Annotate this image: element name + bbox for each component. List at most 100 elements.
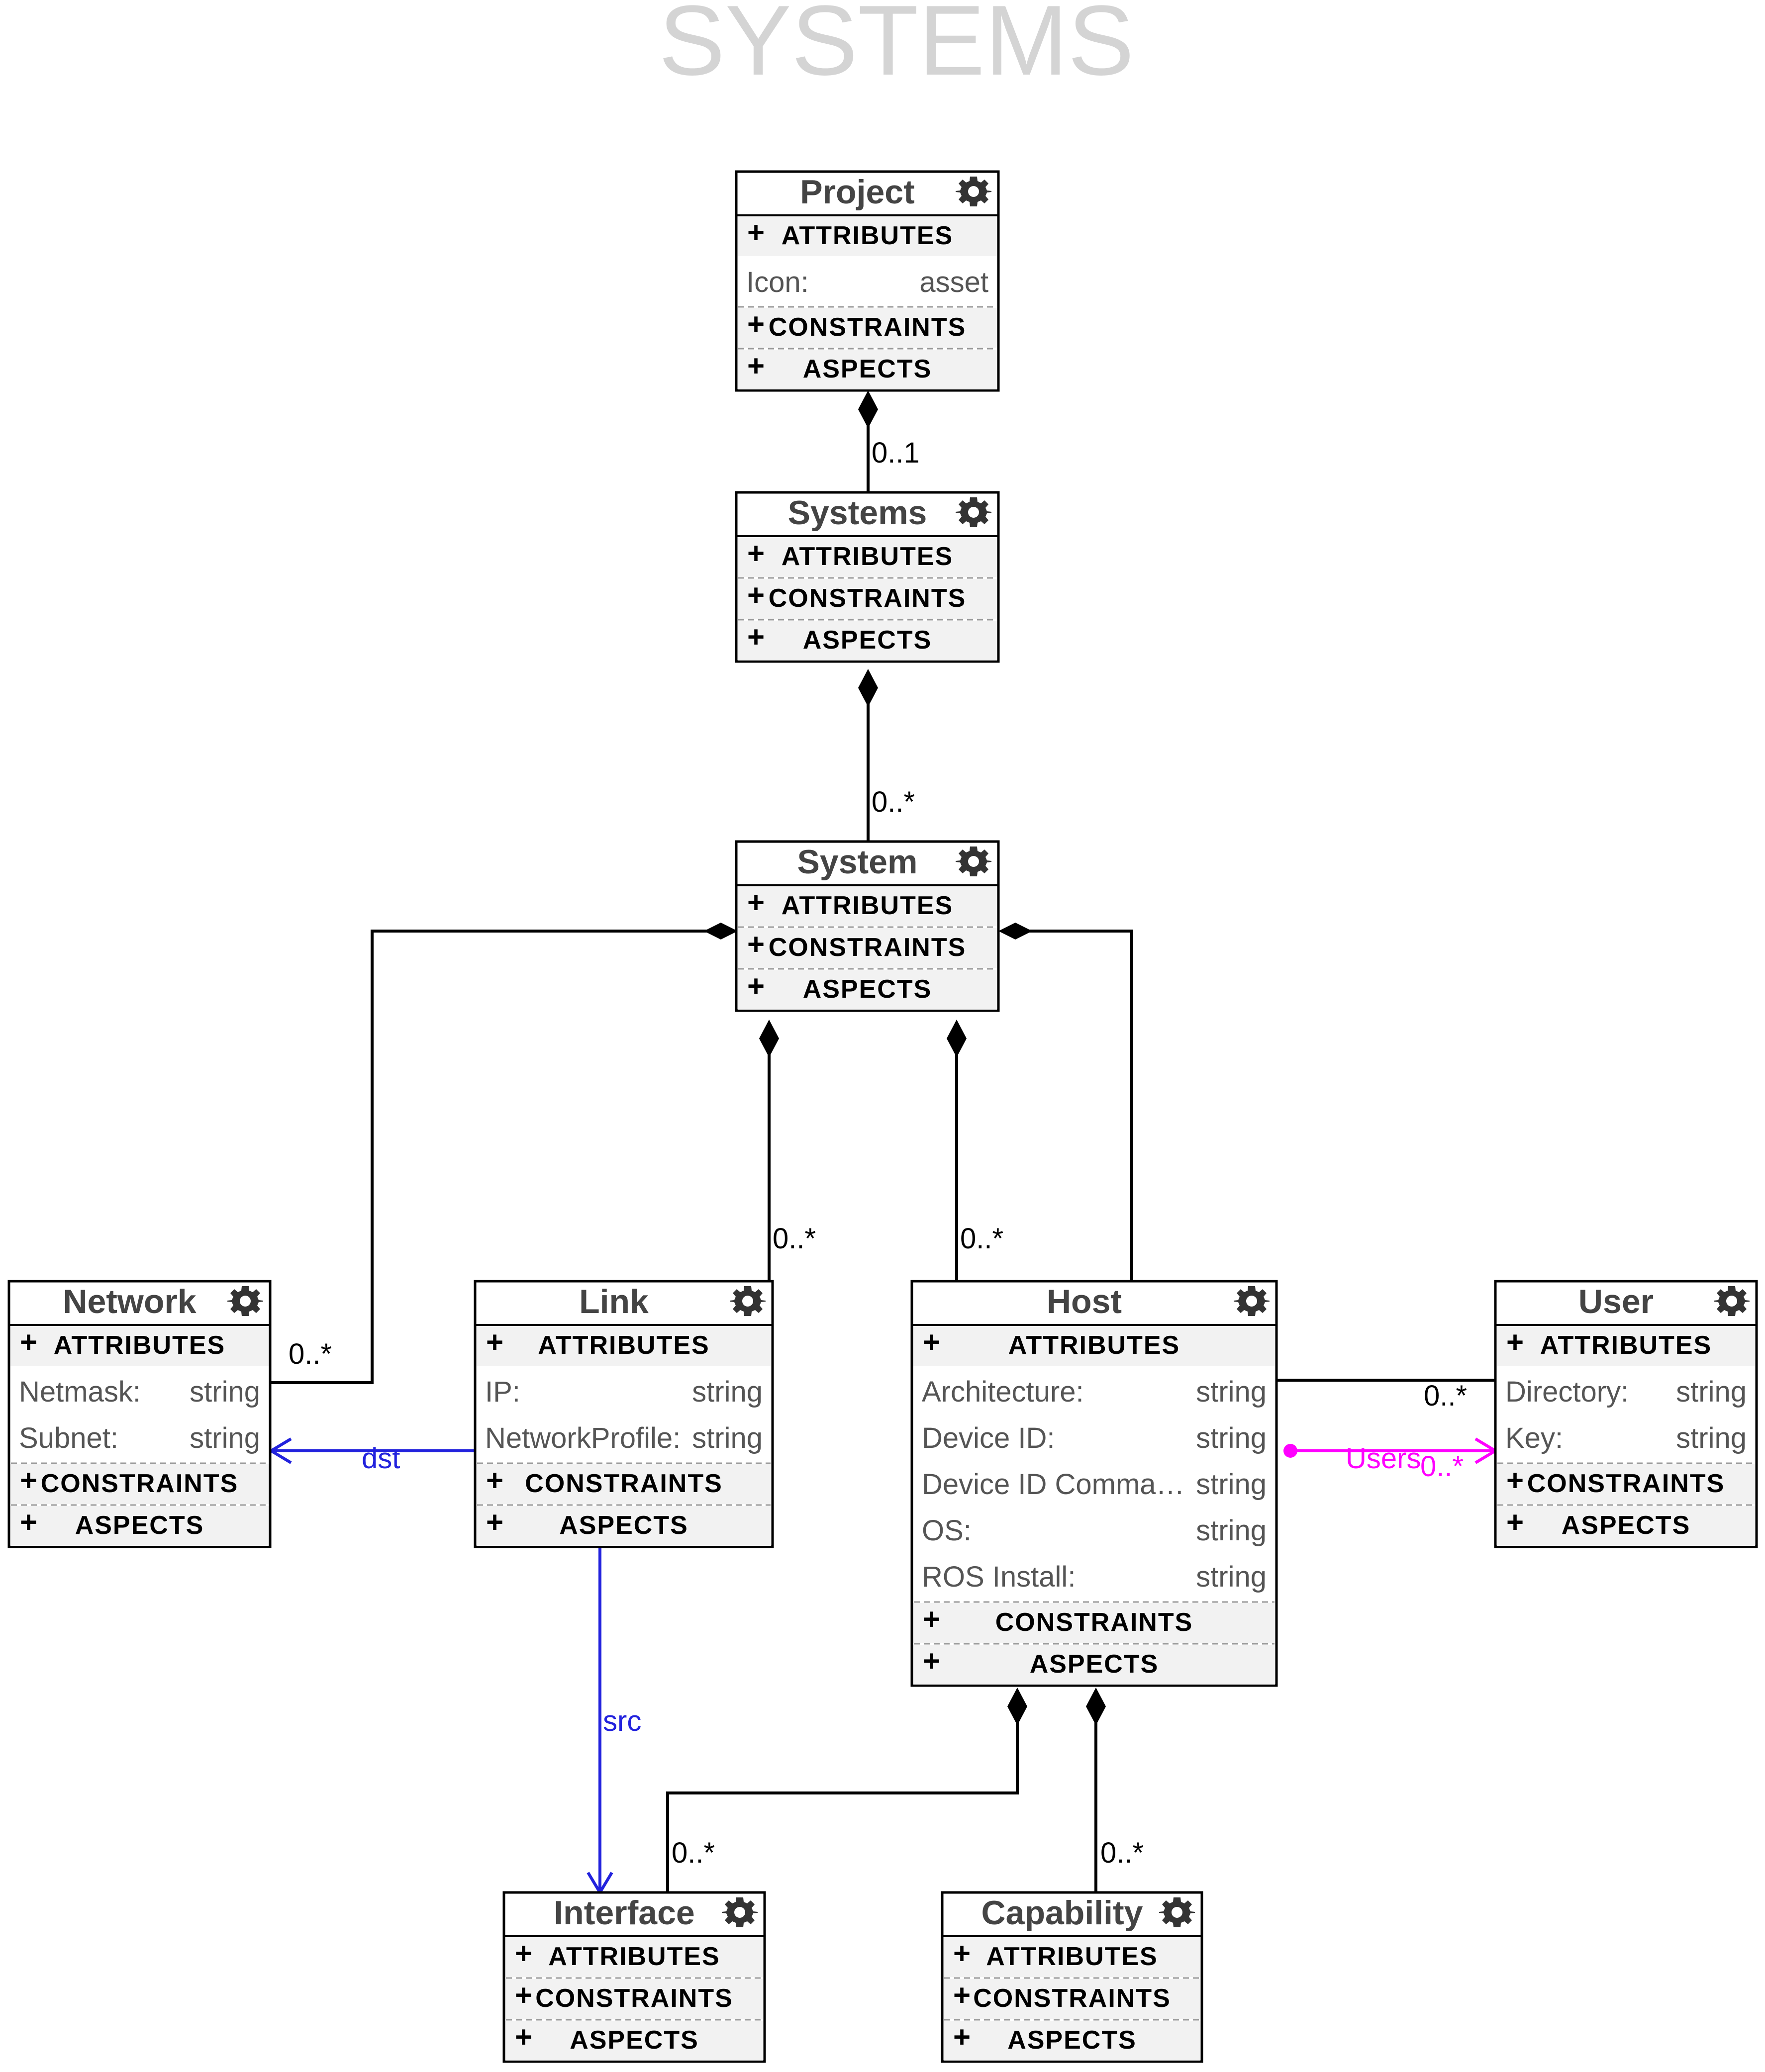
class-name: Capability bbox=[981, 1894, 1143, 1932]
edge-system-host-right[interactable] bbox=[1025, 930, 1133, 1281]
expand-plus-icon: + bbox=[515, 1978, 532, 2012]
aspects-section-header[interactable]: +ASPECTS bbox=[913, 1644, 1275, 1685]
class-box-system[interactable]: System+ATTRIBUTES+CONSTRAINTS+ASPECTS bbox=[735, 840, 1000, 1012]
attributes-section-header[interactable]: +ATTRIBUTES bbox=[505, 1937, 763, 1977]
attribute-row[interactable]: Device ID Comma…string bbox=[922, 1468, 1267, 1501]
attributes-section-header[interactable]: +ATTRIBUTES bbox=[944, 1937, 1200, 1977]
attributes-section-header[interactable]: +ATTRIBUTES bbox=[738, 537, 997, 577]
gear-icon[interactable] bbox=[1159, 1897, 1195, 1927]
gear-icon[interactable] bbox=[227, 1286, 263, 1316]
gear-icon[interactable] bbox=[956, 847, 991, 876]
attribute-row[interactable]: IP:string bbox=[485, 1376, 763, 1408]
aspects-section-header[interactable]: +ASPECTS bbox=[505, 2020, 763, 2061]
attributes-label: ATTRIBUTES bbox=[1008, 1331, 1180, 1360]
class-name: Interface bbox=[554, 1894, 694, 1932]
class-box-host[interactable]: Host +ATTRIBUTES Architecture:stringDevice… bbox=[910, 1280, 1278, 1687]
attributes-label: ATTRIBUTES bbox=[548, 1942, 720, 1971]
aspects-label: ASPECTS bbox=[803, 626, 932, 655]
attribute-row[interactable]: NetworkProfile:string bbox=[485, 1422, 763, 1454]
constraints-label: CONSTRAINTS bbox=[535, 1984, 733, 2013]
attributes-section-header[interactable]: + ATTRIBUTES bbox=[10, 1325, 269, 1366]
gear-icon[interactable] bbox=[722, 1897, 758, 1927]
aspects-label: ASPECTS bbox=[559, 1511, 688, 1540]
constraints-section-header[interactable]: +CONSTRAINTS bbox=[505, 1978, 763, 2019]
attribute-type: string bbox=[1196, 1422, 1267, 1454]
constraints-section-header[interactable]: +CONSTRAINTS bbox=[477, 1464, 771, 1504]
attribute-row[interactable]: Directory:string bbox=[1505, 1376, 1747, 1408]
attribute-row[interactable]: ROS Install:string bbox=[922, 1561, 1267, 1593]
aspects-label: ASPECTS bbox=[1562, 1511, 1691, 1540]
mult-project-systems: 0..1 bbox=[872, 437, 920, 469]
attributes-label: ATTRIBUTES bbox=[54, 1331, 225, 1360]
mult-system-network: 0..* bbox=[289, 1338, 332, 1370]
aspects-section-header[interactable]: +ASPECTS bbox=[944, 2020, 1200, 2061]
attributes-section-header[interactable]: +ATTRIBUTES bbox=[738, 886, 997, 926]
constraints-section-header[interactable]: +CONSTRAINTS bbox=[738, 307, 997, 348]
class-name: Host bbox=[1047, 1283, 1122, 1320]
attributes-section-header[interactable]: +ATTRIBUTES bbox=[1497, 1325, 1755, 1366]
class-name: Project bbox=[800, 173, 915, 211]
class-box-systems[interactable]: Systems+ATTRIBUTES+CONSTRAINTS+ASPECTS bbox=[735, 491, 1000, 663]
attributes-section-header[interactable]: +ATTRIBUTES bbox=[913, 1325, 1275, 1366]
aspects-label: ASPECTS bbox=[1007, 2026, 1137, 2055]
attribute-type: string bbox=[190, 1376, 260, 1408]
diagram-title: SYSTEMS bbox=[659, 0, 1134, 96]
gear-icon[interactable] bbox=[956, 177, 991, 206]
attribute-row[interactable]: Subnet:string bbox=[19, 1422, 260, 1454]
constraints-section-header[interactable]: +CONSTRAINTS bbox=[738, 928, 997, 968]
class-name: Network bbox=[63, 1283, 196, 1320]
expand-plus-icon: + bbox=[747, 216, 765, 249]
class-box-link[interactable]: Link+ATTRIBUTESIP:stringNetworkProfile:s… bbox=[474, 1280, 774, 1548]
class-box-interface[interactable]: Interface+ATTRIBUTES+CONSTRAINTS+ASPECTS bbox=[502, 1891, 766, 2063]
constraints-section-header[interactable]: +CONSTRAINTS bbox=[1497, 1464, 1755, 1504]
class-box-network[interactable]: Network+ATTRIBUTESNetmask:stringSubnet:s… bbox=[7, 1280, 272, 1548]
attribute-name: Key: bbox=[1505, 1422, 1563, 1454]
constraints-section-header[interactable]: +CONSTRAINTS bbox=[913, 1602, 1275, 1643]
gear-icon[interactable] bbox=[1714, 1286, 1750, 1316]
attribute-row[interactable]: Architecture:string bbox=[922, 1376, 1267, 1408]
constraints-section-header[interactable]: +CONSTRAINTS bbox=[10, 1464, 269, 1504]
expand-plus-icon: + bbox=[20, 1325, 37, 1359]
attribute-row[interactable]: OS:string bbox=[922, 1514, 1267, 1547]
attribute-name: Subnet: bbox=[19, 1422, 118, 1454]
class-name: User bbox=[1578, 1283, 1654, 1320]
attributes-label: ATTRIBUTES bbox=[782, 221, 953, 250]
edge-system-network[interactable] bbox=[270, 930, 714, 1384]
class-box-capability[interactable]: Capability+ATTRIBUTES+CONSTRAINTS+ASPECT… bbox=[941, 1891, 1203, 2063]
attribute-row[interactable]: Device ID:string bbox=[922, 1422, 1267, 1454]
aspects-label: ASPECTS bbox=[570, 2026, 699, 2055]
attribute-row[interactable]: Netmask:string bbox=[19, 1376, 260, 1408]
edge-host-interface[interactable] bbox=[666, 1706, 1019, 1892]
class-box-user[interactable]: User +ATTRIBUTES Directory:stringKey:strin… bbox=[1494, 1280, 1758, 1548]
class-box-project[interactable]: Project + ATTRIBUTES Icon:asset +CONSTRAINTS… bbox=[735, 170, 1000, 392]
aspects-section-header[interactable]: +ASPECTS bbox=[1497, 1506, 1755, 1546]
gear-icon[interactable] bbox=[956, 497, 991, 527]
attributes-section-header[interactable]: + ATTRIBUTES bbox=[738, 216, 997, 256]
constraints-section-header[interactable]: +CONSTRAINTS bbox=[944, 1978, 1200, 2019]
gear-icon[interactable] bbox=[730, 1286, 766, 1316]
attribute-type: asset bbox=[919, 266, 988, 298]
expand-plus-icon: + bbox=[486, 1506, 503, 1539]
attribute-row[interactable]: Key:string bbox=[1505, 1422, 1747, 1454]
expand-plus-icon: + bbox=[486, 1464, 503, 1497]
gear-icon[interactable] bbox=[1234, 1286, 1270, 1316]
class-name: Systems bbox=[788, 494, 927, 532]
aspects-section-header[interactable]: +ASPECTS bbox=[738, 349, 997, 389]
constraints-section-header[interactable]: +CONSTRAINTS bbox=[738, 578, 997, 619]
aspects-section-header[interactable]: +ASPECTS bbox=[10, 1506, 269, 1546]
aspects-section-header[interactable]: + ASPECTS bbox=[477, 1506, 771, 1546]
composition-diamond-system-left bbox=[704, 923, 738, 940]
composition-diamond-host-right bbox=[1086, 1688, 1106, 1725]
attribute-row[interactable]: Icon:asset bbox=[746, 266, 988, 298]
expand-plus-icon: + bbox=[20, 1464, 37, 1497]
attribute-type: string bbox=[692, 1376, 763, 1408]
attributes-label: ATTRIBUTES bbox=[782, 542, 953, 571]
expand-plus-icon: + bbox=[747, 969, 765, 1003]
expand-plus-icon: + bbox=[953, 1978, 971, 2012]
attributes-section-header[interactable]: +ATTRIBUTES bbox=[477, 1325, 771, 1366]
expand-plus-icon: + bbox=[747, 578, 765, 612]
aspects-section-header[interactable]: +ASPECTS bbox=[738, 969, 997, 1010]
expand-plus-icon: + bbox=[747, 886, 765, 919]
aspects-section-header[interactable]: +ASPECTS bbox=[738, 620, 997, 660]
